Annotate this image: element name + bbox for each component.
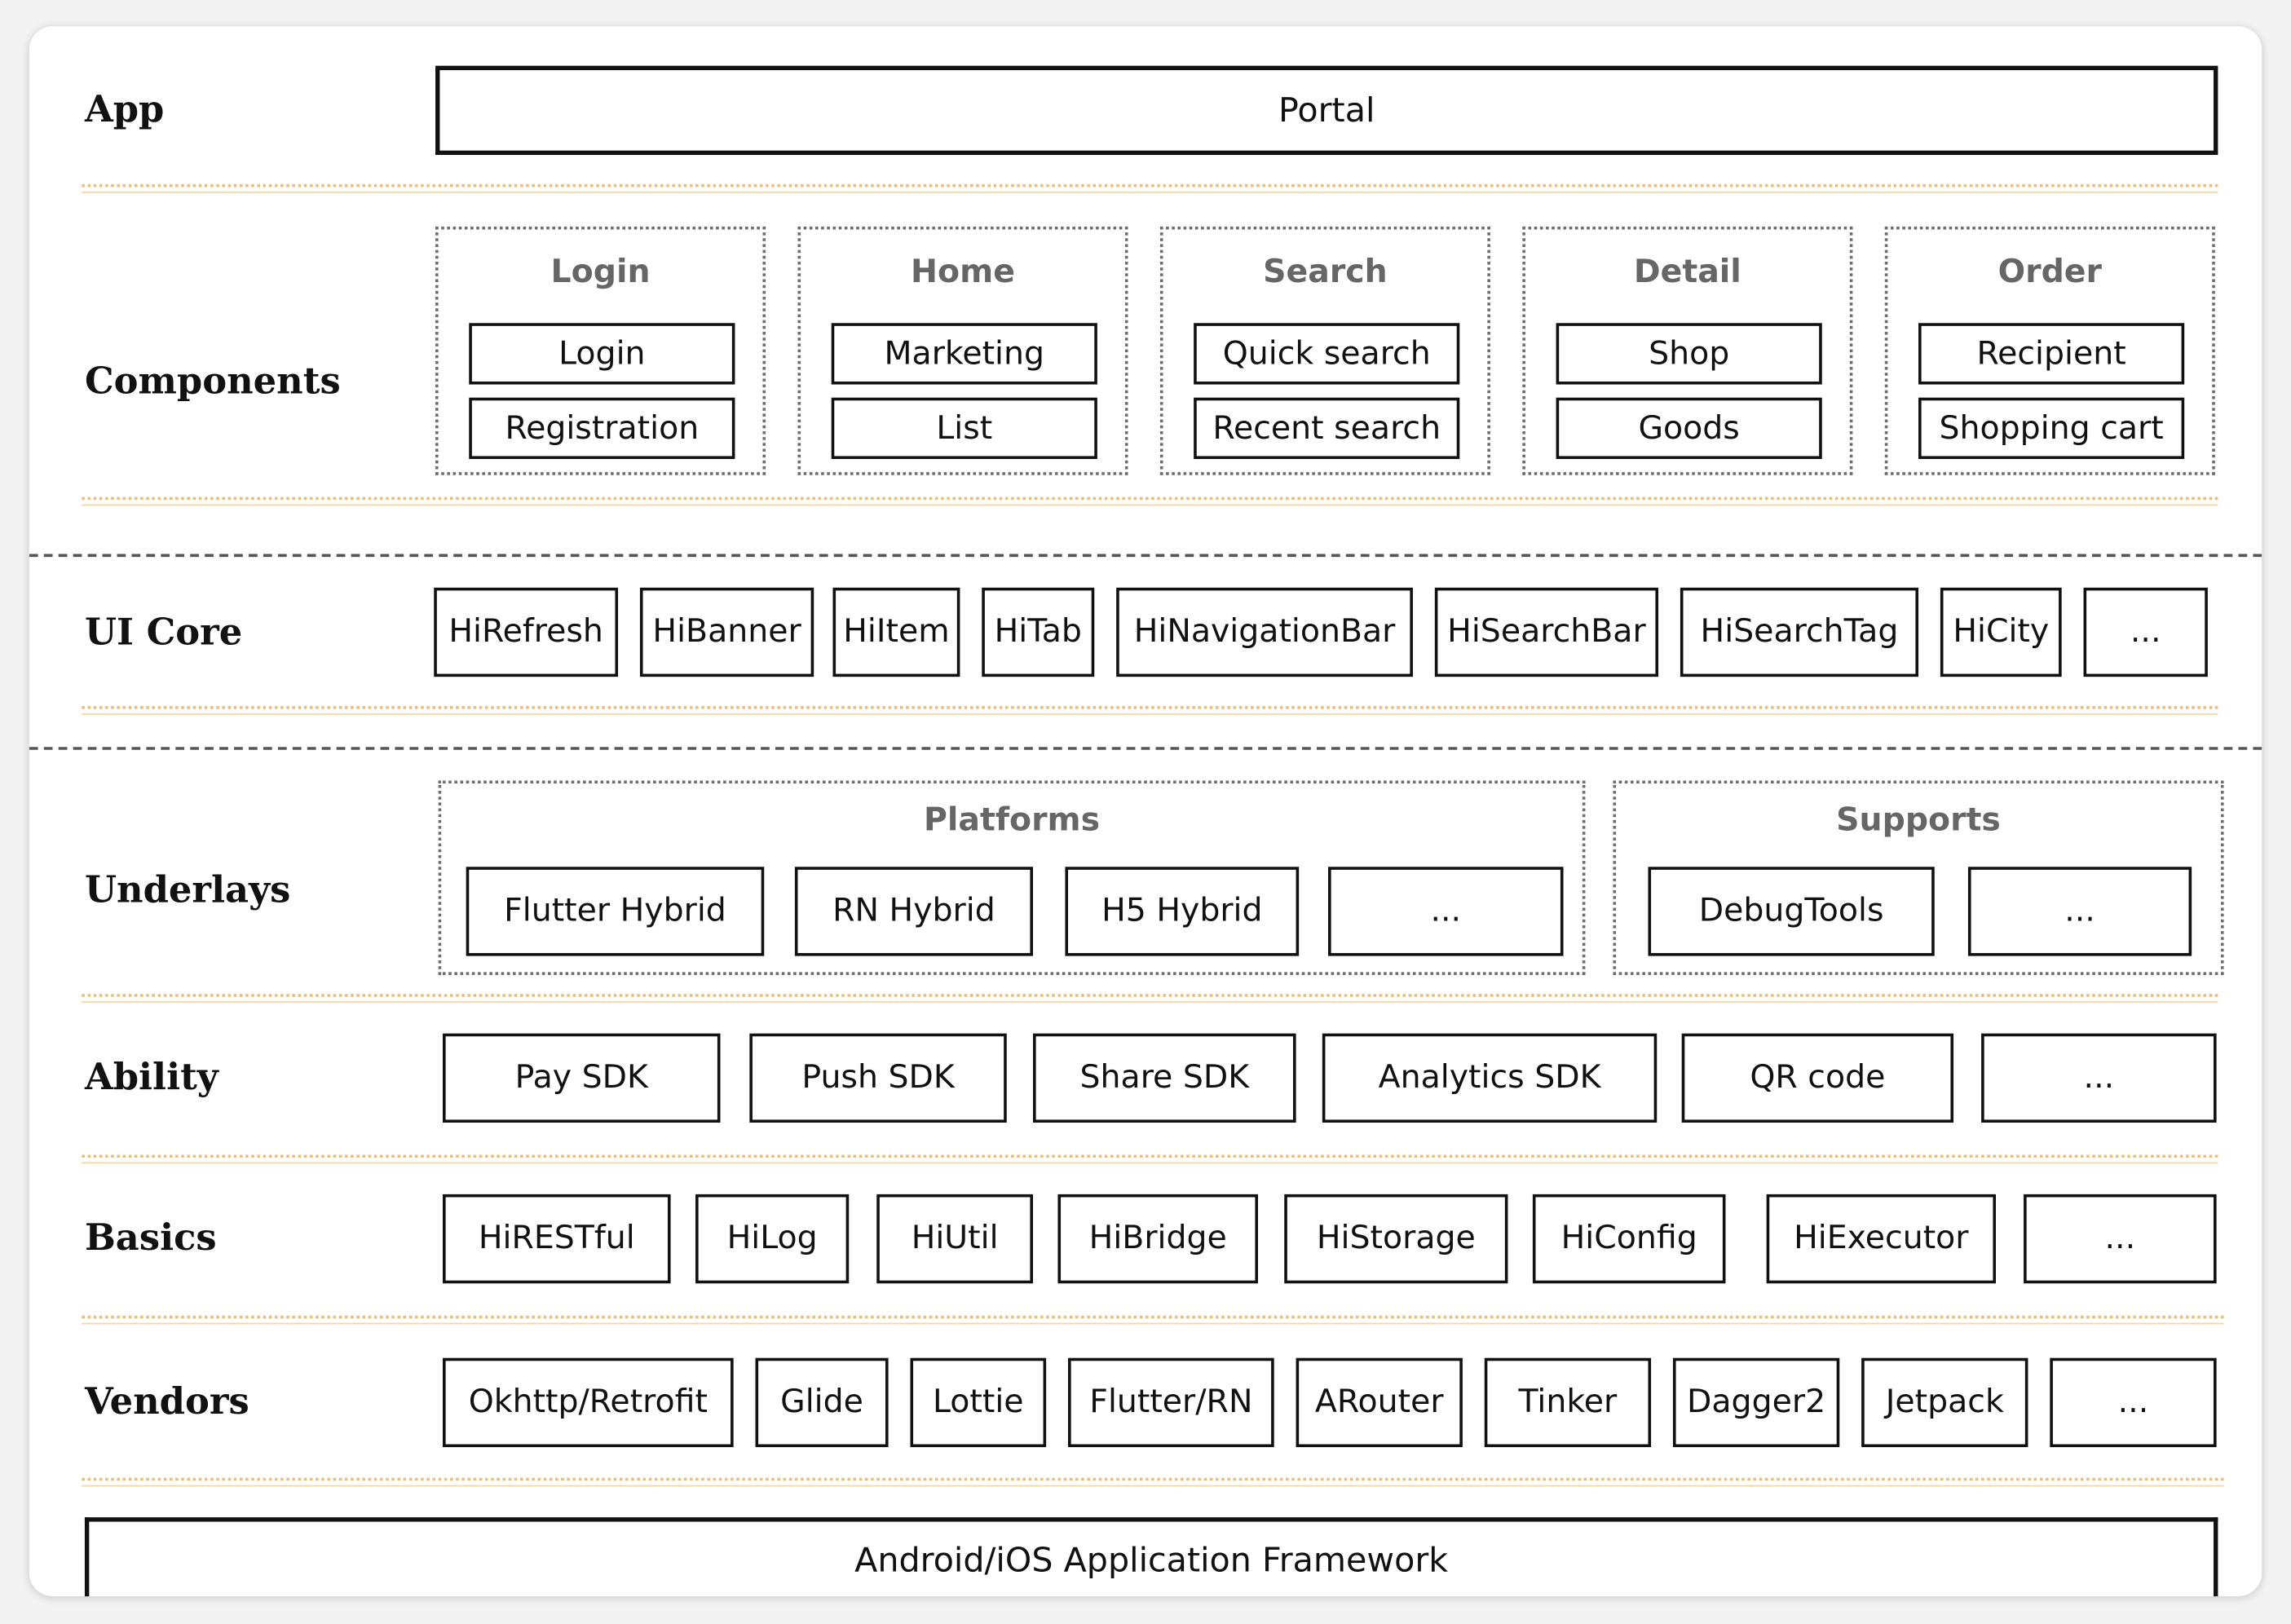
ui-core-box: HiBanner	[639, 587, 814, 677]
portal-box: Portal	[435, 65, 2218, 156]
ui-core-box: HiItem	[832, 587, 960, 677]
group-title: Supports	[1836, 802, 2001, 840]
platforms-group: Platforms Flutter Hybrid RN Hybrid H5 Hy…	[438, 780, 1586, 975]
vendor-box: Jetpack	[1861, 1357, 2028, 1448]
component-box: Recipient	[1918, 323, 2185, 385]
ability-box: Analytics SDK	[1322, 1033, 1658, 1123]
component-group-login: Login Login Registration	[435, 226, 766, 475]
layer-label-underlays: Underlays	[84, 868, 291, 911]
layer-separator	[82, 1154, 2218, 1164]
group-title: Search	[1263, 254, 1388, 291]
layer-separator	[82, 1315, 2224, 1325]
layer-label-basics: Basics	[84, 1216, 217, 1259]
basics-box: HiConfig	[1532, 1194, 1726, 1284]
layer-label-ui-core: UI Core	[84, 611, 243, 654]
layer-label-ability: Ability	[84, 1055, 219, 1098]
support-box: ...	[1967, 867, 2192, 956]
layer-separator	[82, 1477, 2224, 1487]
component-box: Marketing	[831, 323, 1097, 385]
platform-box: RN Hybrid	[794, 867, 1034, 956]
ability-box: QR code	[1681, 1033, 1954, 1123]
component-group-detail: Detail Shop Goods	[1522, 226, 1853, 475]
group-title: Home	[911, 254, 1015, 291]
basics-box: HiStorage	[1284, 1194, 1508, 1284]
component-box: List	[831, 397, 1097, 460]
component-group-search: Search Quick search Recent search	[1159, 226, 1490, 475]
ui-core-box: HiSearchBar	[1434, 587, 1659, 677]
vendor-box: Okhttp/Retrofit	[443, 1357, 734, 1448]
vendor-box: Lottie	[910, 1357, 1047, 1448]
tier-divider	[29, 747, 2262, 750]
architecture-diagram: App Portal Components Login Login Regist…	[29, 26, 2262, 1596]
component-box: Recent search	[1194, 397, 1460, 460]
vendor-box: ...	[2050, 1357, 2217, 1448]
ability-box: Pay SDK	[443, 1033, 721, 1123]
group-title: Platforms	[923, 802, 1101, 840]
component-box: Registration	[469, 397, 735, 460]
ui-core-box: HiNavigationBar	[1116, 587, 1413, 677]
layer-separator	[82, 183, 2218, 193]
basics-box: HiRESTful	[443, 1194, 671, 1284]
component-box: Login	[469, 323, 735, 385]
basics-box: HiExecutor	[1766, 1194, 1997, 1284]
platform-box: ...	[1328, 867, 1564, 956]
layer-label-vendors: Vendors	[84, 1379, 249, 1423]
ability-box: Push SDK	[749, 1033, 1007, 1123]
supports-group: Supports DebugTools ...	[1613, 780, 2224, 975]
ui-core-box: ...	[2083, 587, 2208, 677]
vendor-box: ARouter	[1296, 1357, 1463, 1448]
tier-divider	[29, 554, 2262, 558]
ability-box: Share SDK	[1033, 1033, 1296, 1123]
component-box: Quick search	[1194, 323, 1460, 385]
support-box: DebugTools	[1648, 867, 1935, 956]
basics-box: HiLog	[695, 1194, 850, 1284]
group-title: Detail	[1633, 254, 1741, 291]
ui-core-box: HiCity	[1940, 587, 2062, 677]
vendor-box: Tinker	[1484, 1357, 1652, 1448]
ui-core-box: HiSearchTag	[1680, 587, 1919, 677]
layer-separator	[82, 706, 2218, 715]
platform-box: Flutter Hybrid	[466, 867, 765, 956]
ui-core-box: HiRefresh	[434, 587, 619, 677]
vendor-box: Glide	[755, 1357, 889, 1448]
component-box: Shopping cart	[1918, 397, 2185, 460]
layer-separator	[82, 496, 2218, 506]
framework-box: Android/iOS Application Framework	[84, 1517, 2218, 1596]
group-title: Login	[550, 254, 651, 291]
ui-core-box: HiTab	[982, 587, 1095, 677]
platform-box: H5 Hybrid	[1065, 867, 1300, 956]
layer-separator	[82, 994, 2218, 1003]
component-box: Goods	[1556, 397, 1822, 460]
group-title: Order	[1997, 254, 2102, 291]
ability-box: ...	[1981, 1033, 2217, 1123]
basics-box: HiUtil	[876, 1194, 1034, 1284]
component-box: Shop	[1556, 323, 1822, 385]
basics-box: HiBridge	[1057, 1194, 1258, 1284]
basics-box: ...	[2024, 1194, 2217, 1284]
vendor-box: Dagger2	[1672, 1357, 1840, 1448]
component-group-home: Home Marketing List	[797, 226, 1128, 475]
vendor-box: Flutter/RN	[1068, 1357, 1274, 1448]
component-group-order: Order Recipient Shopping cart	[1884, 226, 2215, 475]
layer-label-app: App	[84, 87, 165, 130]
layer-label-components: Components	[84, 360, 341, 403]
